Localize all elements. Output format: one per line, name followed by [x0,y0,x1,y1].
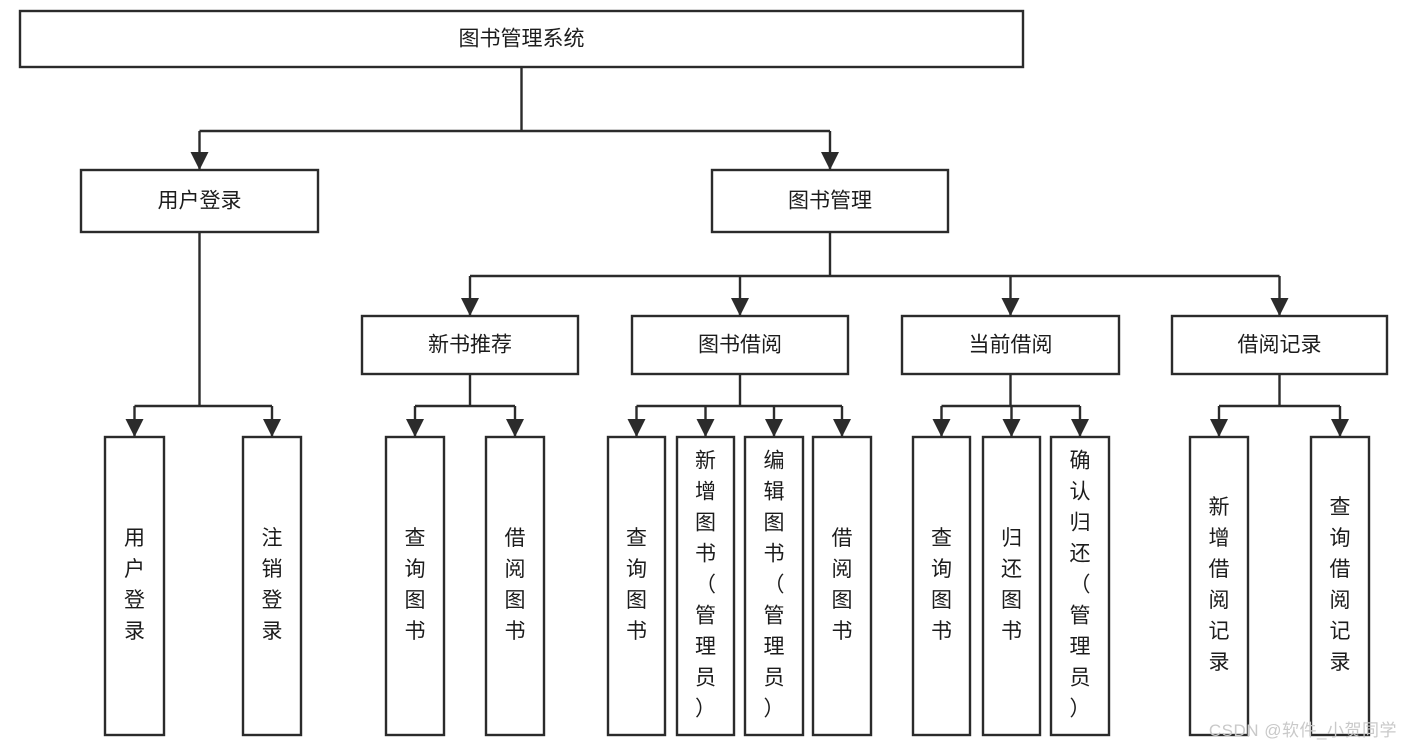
node-leaf-query-record[interactable]: 查询借阅记录 [1309,435,1371,737]
node-book-borrow[interactable]: 图书借阅 [630,314,850,376]
node-leaf-logout[interactable]: 注销登录 [241,435,303,737]
arrow-leaf-add-book [696,419,715,437]
node-box-leaf-add-book [675,435,736,737]
arrow-leaf-confirm-return [1071,419,1089,437]
arrow-new-book-recommend [461,298,479,316]
node-label-root: 图书管理系统 [459,28,585,51]
node-label-leaf-borrow-book-1: 借阅图书 [505,527,526,643]
node-leaf-add-record[interactable]: 新增借阅记录 [1188,435,1250,737]
arrow-leaf-query-book-1 [406,419,424,437]
node-box-new-book-recommend [360,314,580,376]
node-leaf-query-book-3[interactable]: 查询图书 [911,435,972,737]
arrow-book-borrow [731,298,749,316]
node-label-book-borrow: 图书借阅 [698,334,782,357]
node-label-leaf-return-book: 归还图书 [1001,527,1022,643]
node-label-new-book-recommend: 新书推荐 [428,334,512,357]
node-label-leaf-user-login: 用户登录 [124,527,145,643]
node-label-leaf-add-record: 新增借阅记录 [1209,496,1230,674]
node-box-leaf-user-login [103,435,166,737]
node-box-leaf-query-record [1309,435,1371,737]
arrow-leaf-edit-book [765,419,783,437]
arrow-leaf-logout [263,419,281,437]
arrow-leaf-query-record [1331,419,1349,437]
arrow-leaf-query-book-2 [627,419,646,437]
node-box-book-borrow [630,314,850,376]
arrow-leaf-borrow-book-1 [506,419,524,437]
node-label-book-management: 图书管理 [788,190,872,213]
node-box-current-borrow [900,314,1121,376]
node-label-leaf-query-book-2: 查询图书 [626,527,647,643]
node-box-leaf-borrow-book-2 [811,435,873,737]
node-leaf-edit-book[interactable]: 编辑图书（管理员） [743,435,805,737]
node-leaf-borrow-book-1[interactable]: 借阅图书 [484,435,546,737]
node-label-leaf-confirm-return: 确认归还（管理员） [1070,450,1091,721]
node-book-management[interactable]: 图书管理 [710,168,950,234]
node-leaf-borrow-book-2[interactable]: 借阅图书 [811,435,873,737]
node-box-leaf-return-book [981,435,1042,737]
node-box-leaf-query-book-1 [384,435,446,737]
arrow-leaf-user-login [125,419,144,437]
node-leaf-user-login[interactable]: 用户登录 [103,435,166,737]
node-leaf-query-book-2[interactable]: 查询图书 [606,435,667,737]
node-label-current-borrow: 当前借阅 [969,334,1053,357]
node-label-leaf-query-book-3: 查询图书 [931,527,952,643]
node-leaf-add-book[interactable]: 新增图书（管理员） [675,435,736,737]
connectors-layer [125,67,1349,437]
node-box-root [18,9,1025,69]
node-label-leaf-logout: 注销登录 [262,527,283,643]
arrow-book-management [821,152,839,170]
arrow-borrow-records [1270,298,1289,316]
arrow-user-login [190,152,209,170]
node-label-leaf-edit-book: 编辑图书（管理员） [764,450,785,721]
node-label-leaf-query-book-1: 查询图书 [405,527,426,643]
node-label-leaf-borrow-book-2: 借阅图书 [832,527,853,643]
arrow-leaf-query-book-3 [932,419,951,437]
node-root[interactable]: 图书管理系统 [18,9,1025,69]
node-label-leaf-add-book: 新增图书（管理员） [695,450,716,721]
node-leaf-query-book-1[interactable]: 查询图书 [384,435,446,737]
arrow-current-borrow [1001,298,1020,316]
node-box-leaf-query-book-2 [606,435,667,737]
node-box-borrow-records [1170,314,1389,376]
node-box-leaf-edit-book [743,435,805,737]
node-label-user-login: 用户登录 [158,190,242,213]
node-label-borrow-records: 借阅记录 [1238,334,1322,357]
node-new-book-recommend[interactable]: 新书推荐 [360,314,580,376]
node-box-leaf-logout [241,435,303,737]
node-box-leaf-borrow-book-1 [484,435,546,737]
node-label-leaf-query-record: 查询借阅记录 [1330,496,1351,674]
arrow-leaf-return-book [1002,419,1021,437]
node-box-leaf-confirm-return [1049,435,1111,737]
nodes-layer: 图书管理系统用户登录图书管理新书推荐图书借阅当前借阅借阅记录用户登录注销登录查询… [18,9,1389,737]
node-user-login[interactable]: 用户登录 [79,168,320,234]
node-leaf-return-book[interactable]: 归还图书 [981,435,1042,737]
arrow-leaf-borrow-book-2 [833,419,851,437]
node-box-user-login [79,168,320,234]
node-box-leaf-add-record [1188,435,1250,737]
node-current-borrow[interactable]: 当前借阅 [900,314,1121,376]
node-leaf-confirm-return[interactable]: 确认归还（管理员） [1049,435,1111,737]
node-box-leaf-query-book-3 [911,435,972,737]
arrow-leaf-add-record [1210,419,1228,437]
node-box-book-management [710,168,950,234]
node-borrow-records[interactable]: 借阅记录 [1170,314,1389,376]
